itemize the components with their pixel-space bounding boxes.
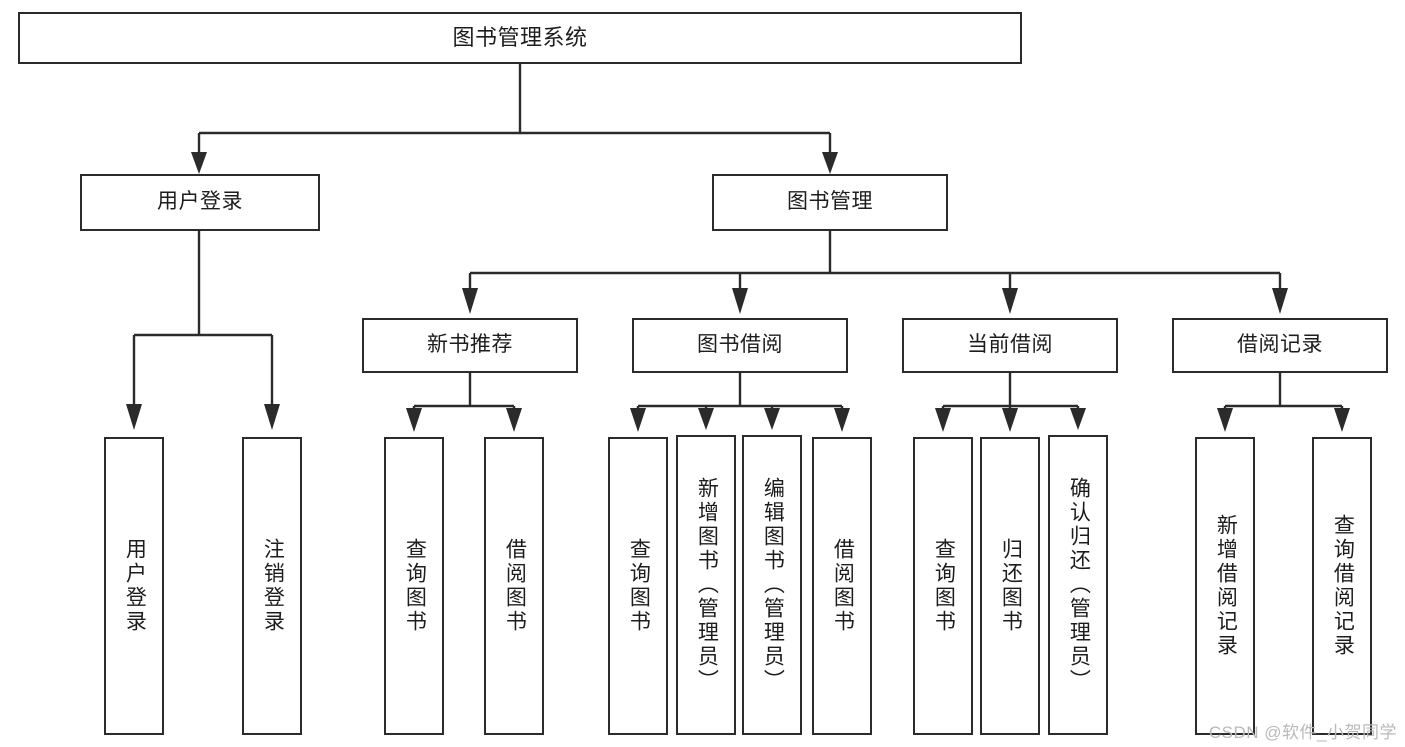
arrow-root-to-book-manage — [822, 152, 838, 174]
arrow-root-to-user-login — [191, 152, 207, 174]
node-leaf-user-login[interactable]: 用户登录 — [104, 437, 164, 735]
node-leaf-query-book-1-label: 查询图书 — [403, 538, 427, 634]
node-new-book-recommend-label: 新书推荐 — [427, 333, 513, 357]
arrow-newbook-to-leaf1 — [406, 408, 422, 432]
node-leaf-query-book-3[interactable]: 查询图书 — [913, 437, 973, 735]
node-leaf-borrow-book-1-label: 借阅图书 — [503, 538, 527, 634]
arrow-bookborrow-to-leaf4 — [834, 408, 850, 432]
csdn-watermark: CSDN @软件_小贺同学 — [1208, 723, 1397, 742]
arrow-bookborrow-to-leaf1 — [630, 408, 646, 432]
node-leaf-edit-book[interactable]: 编辑图书（管理员） — [742, 435, 802, 735]
node-leaf-logout[interactable]: 注销登录 — [242, 437, 302, 735]
node-root[interactable]: 图书管理系统 — [18, 12, 1022, 64]
arrow-bm-to-currentborrow — [1002, 288, 1018, 314]
node-leaf-query-book-2-label: 查询图书 — [627, 538, 651, 634]
arrow-bookborrow-to-leaf2 — [698, 408, 714, 430]
node-leaf-borrow-book-2[interactable]: 借阅图书 — [812, 437, 872, 735]
node-leaf-return-book[interactable]: 归还图书 — [980, 437, 1040, 735]
node-borrow-record[interactable]: 借阅记录 — [1172, 318, 1388, 373]
node-leaf-confirm-return-label: 确认归还（管理员） — [1067, 477, 1091, 693]
arrow-bm-to-borrowrecord — [1272, 288, 1288, 314]
node-leaf-borrow-book-2-label: 借阅图书 — [831, 538, 855, 634]
arrow-currentborrow-to-leaf1 — [935, 408, 951, 432]
arrow-currentborrow-to-leaf2 — [1002, 408, 1018, 432]
node-root-label: 图书管理系统 — [452, 25, 588, 51]
arrow-userlogin-to-leaf2 — [264, 404, 280, 430]
node-leaf-logout-label: 注销登录 — [261, 538, 285, 634]
node-book-borrow-label: 图书借阅 — [697, 333, 783, 357]
node-current-borrow-label: 当前借阅 — [967, 333, 1053, 357]
node-leaf-confirm-return[interactable]: 确认归还（管理员） — [1048, 435, 1108, 735]
node-user-login-label: 用户登录 — [157, 190, 243, 214]
node-leaf-query-book-3-label: 查询图书 — [932, 538, 956, 634]
node-leaf-query-record-label: 查询借阅记录 — [1331, 514, 1355, 658]
node-book-manage-label: 图书管理 — [787, 190, 873, 214]
node-leaf-add-book[interactable]: 新增图书（管理员） — [676, 435, 736, 735]
node-leaf-edit-book-label: 编辑图书（管理员） — [761, 477, 785, 693]
node-borrow-record-label: 借阅记录 — [1237, 333, 1323, 357]
arrow-bm-to-bookborrow — [732, 288, 748, 314]
node-leaf-query-book-2[interactable]: 查询图书 — [608, 437, 668, 735]
arrow-newbook-to-leaf2 — [506, 408, 522, 432]
node-new-book-recommend[interactable]: 新书推荐 — [362, 318, 578, 373]
node-leaf-return-book-label: 归还图书 — [999, 538, 1023, 634]
node-leaf-add-book-label: 新增图书（管理员） — [695, 477, 719, 693]
arrow-borrowrecord-to-leaf2 — [1334, 408, 1350, 432]
arrow-userlogin-to-leaf1 — [126, 404, 142, 430]
node-current-borrow[interactable]: 当前借阅 — [902, 318, 1118, 373]
node-leaf-add-record[interactable]: 新增借阅记录 — [1195, 437, 1255, 735]
arrow-currentborrow-to-leaf3 — [1070, 408, 1086, 430]
node-leaf-query-record[interactable]: 查询借阅记录 — [1312, 437, 1372, 735]
node-leaf-user-login-label: 用户登录 — [123, 538, 147, 634]
node-leaf-query-book-1[interactable]: 查询图书 — [384, 437, 444, 735]
node-leaf-add-record-label: 新增借阅记录 — [1214, 514, 1238, 658]
node-user-login[interactable]: 用户登录 — [80, 174, 320, 231]
node-leaf-borrow-book-1[interactable]: 借阅图书 — [484, 437, 544, 735]
arrow-bm-to-newbook — [462, 288, 478, 314]
arrow-borrowrecord-to-leaf1 — [1217, 408, 1233, 432]
node-book-manage[interactable]: 图书管理 — [712, 174, 948, 231]
node-book-borrow[interactable]: 图书借阅 — [632, 318, 848, 373]
arrow-bookborrow-to-leaf3 — [764, 408, 780, 430]
